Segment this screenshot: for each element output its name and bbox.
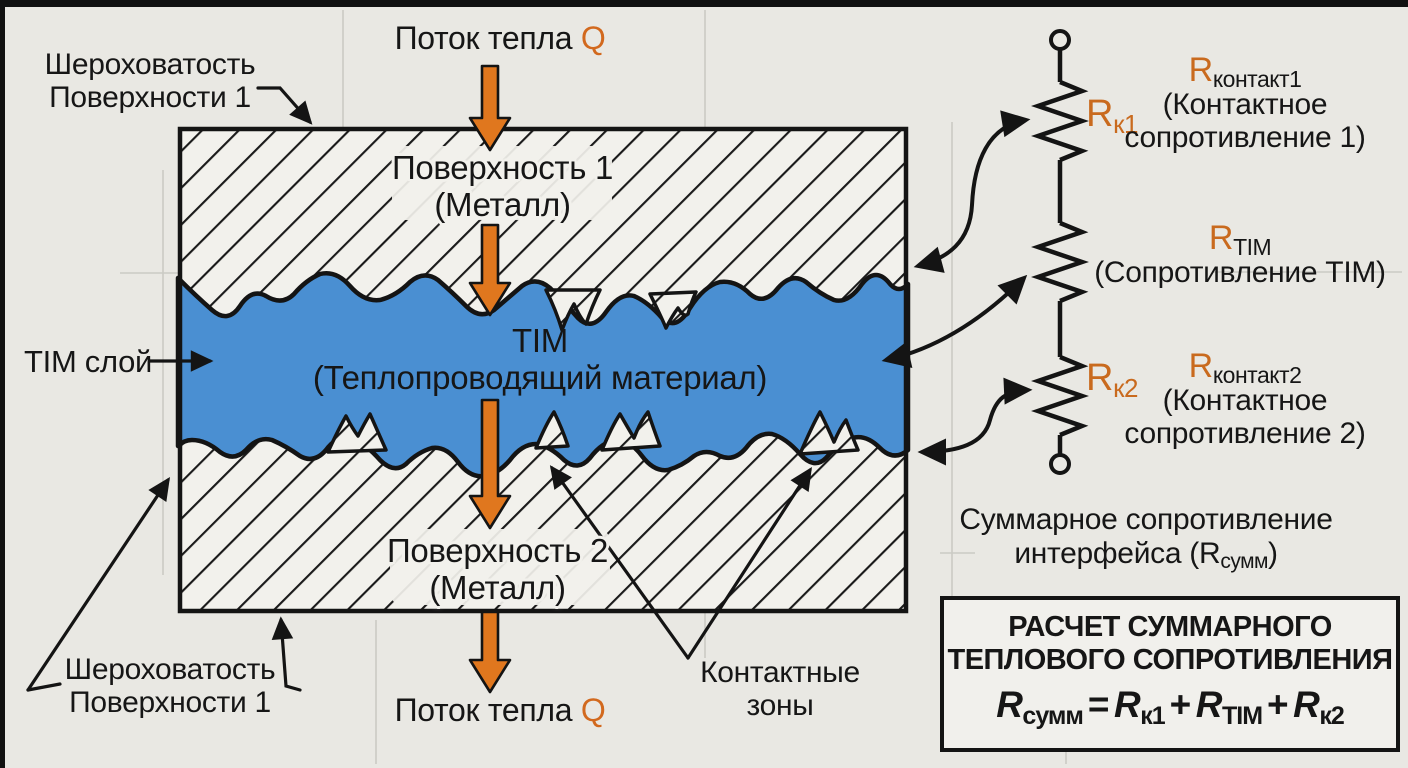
terminal-bottom — [1049, 453, 1071, 475]
rk2-value-label: Rк2 — [1086, 357, 1138, 403]
surface1-label-patch — [392, 146, 612, 220]
rk1-value-label: Rк1 — [1086, 93, 1138, 139]
connector-rk1 — [913, 110, 1031, 273]
formula-box-title: РАСЧЕТ СУММАРНОГО ТЕПЛОВОГО СОПРОТИВЛЕНИ… — [947, 611, 1394, 676]
legend-rtim: RTIM (Сопротивление TIM) — [1094, 219, 1386, 289]
legend-rcontact1: Rконтакт1 (Контактное сопротивление 1) — [1124, 51, 1366, 154]
surface1-label: Поверхность 1 (Металл) — [391, 149, 614, 223]
leader-roughness-bottom-foot — [26, 682, 62, 692]
connector-rk2 — [917, 377, 1033, 466]
metal-block-border — [177, 126, 909, 614]
total-resistance-formula: Rсумм=Rк1+RTIM+Rк2 — [996, 684, 1345, 730]
leader-roughness-bottom-long — [26, 477, 170, 692]
metal-stack — [175, 126, 911, 614]
terminal-top — [1049, 29, 1071, 51]
heat-symbol-q-bottom: Q — [580, 692, 606, 728]
connector-rtim — [881, 274, 1028, 368]
heat-flow-arrows — [468, 64, 512, 694]
tim-layer-label: TIM (Теплопроводящий материал) — [312, 322, 768, 396]
heat-flow-bottom-label: Поток тепла Q — [394, 692, 606, 728]
leader-contact-left — [549, 465, 690, 660]
resistor-rk1 — [1031, 79, 1089, 163]
total-resistance-label: Суммарное сопротивление интерфейса (Rсум… — [959, 503, 1333, 573]
heat-symbol-q-top: Q — [580, 20, 606, 56]
leader-roughness-bottom-short — [271, 616, 302, 692]
contact-zones-label: Контактные зоны — [700, 656, 860, 722]
leader-roughness-top — [256, 86, 313, 125]
contact-peaks — [326, 288, 860, 456]
roughness-top-label: Шероховатость Поверхности 1 — [44, 48, 256, 114]
heat-flow-top-label: Поток тепла Q — [394, 20, 606, 56]
formula-box: РАСЧЕТ СУММАРНОГО ТЕПЛОВОГО СОПРОТИВЛЕНИ… — [940, 596, 1400, 752]
roughness-bottom-label: Шероховатость Поверхности 1 — [64, 653, 276, 719]
surface2-label-patch — [390, 529, 610, 605]
resistor-rk2 — [1031, 354, 1089, 438]
heat-arrow-top — [468, 64, 512, 152]
connector-arrows — [881, 110, 1033, 466]
heat-arrow-bottom — [468, 610, 512, 694]
leader-contact-right — [686, 466, 812, 660]
legend-rcontact2: Rконтакт2 (Контактное сопротивление 2) — [1124, 347, 1366, 450]
heat-arrow-into-tim — [468, 223, 512, 317]
leader-arrows — [26, 86, 812, 692]
resistor-circuit — [1031, 29, 1089, 475]
tim-side-label: TIM слой — [24, 344, 153, 379]
resistor-rtim — [1031, 220, 1089, 304]
heat-arrow-out-tim — [468, 398, 512, 530]
surface2-label: Поверхность 2 (Металл) — [386, 532, 609, 606]
tim-band — [175, 271, 911, 479]
